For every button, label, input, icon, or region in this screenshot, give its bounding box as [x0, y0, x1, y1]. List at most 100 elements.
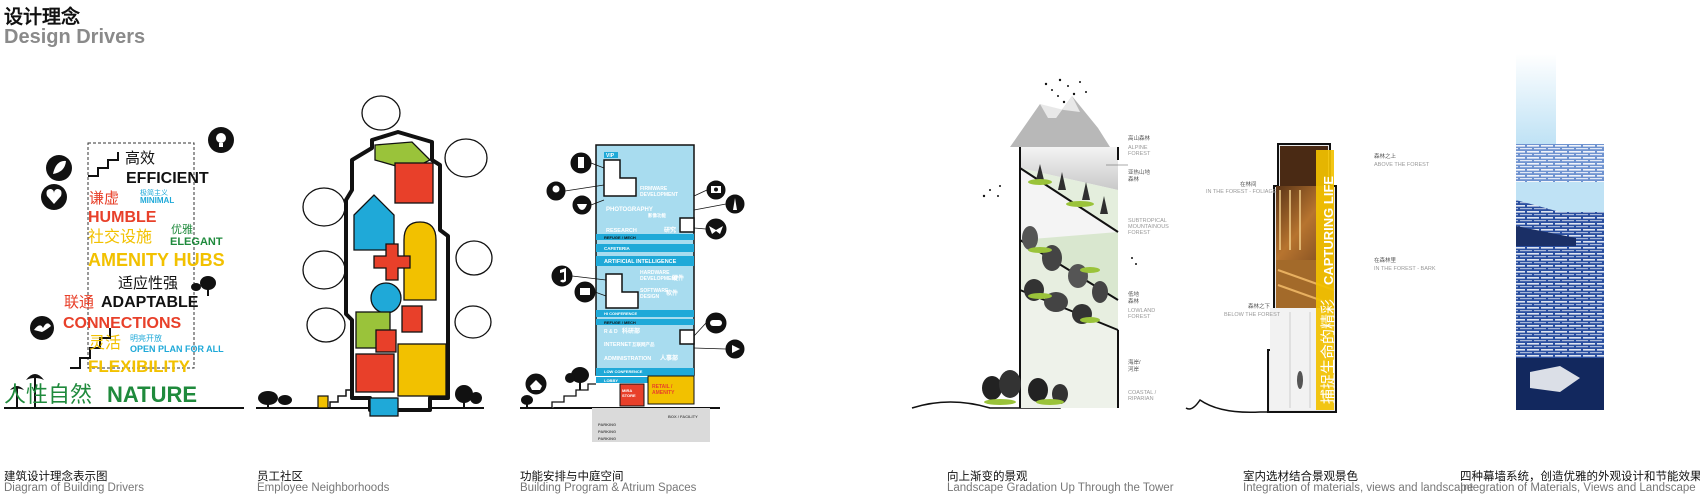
word-nature-en: NATURE: [107, 382, 197, 407]
page-title-cn: 设计理念: [4, 7, 81, 28]
word-connections-en: CONNECTIONS: [63, 315, 182, 332]
word-amenity-en: AMENITY HUBS: [88, 250, 225, 270]
word-flexibility-en: FLEXIBILITY: [88, 357, 191, 376]
wood-slats: [1279, 190, 1301, 250]
butterfly-icon: [705, 218, 727, 240]
lbl-research-cn: 研究: [664, 226, 676, 234]
lbl-photography-cn: 影像功能: [648, 212, 666, 219]
lbl-retail: RETAIL /AMENITY: [652, 384, 675, 396]
terrace-lines: [1019, 147, 1119, 408]
word-efficient-cn: 高效: [125, 150, 155, 167]
mountain: [1010, 96, 1110, 147]
word-humble-cn: 谦虚: [89, 190, 119, 207]
dashed-frame: [87, 142, 195, 369]
band-refuge1: [596, 234, 694, 240]
word-efficient-en: EFFICIENT: [126, 170, 209, 187]
lbl-photography: PHOTOGRAPHY: [606, 207, 653, 213]
caption-1-cn: 建筑设计理念表示图: [4, 471, 108, 483]
podium-parking: [592, 408, 710, 442]
lbl-subtropical-cn: 亚热山地森林: [1128, 168, 1151, 183]
room-red-base: [355, 353, 395, 393]
trees-2: [258, 385, 482, 408]
stair-line-bottom: [70, 328, 111, 369]
terrace-coastal: [1020, 290, 1118, 408]
lbl-foliage-cn: 在林间: [1240, 180, 1257, 188]
room-retail: [647, 375, 695, 405]
room-red-cross: [373, 243, 411, 281]
lbl-internet: INTERNET: [604, 342, 632, 348]
sky-fade: [1516, 54, 1556, 144]
atrium-mid: [605, 273, 639, 309]
facade-band-2: [1516, 182, 1604, 212]
caption-1-en: Diagram of Building Drivers: [4, 482, 144, 494]
lbl-parking-3: PARKING: [598, 436, 616, 441]
caption-2-cn: 员工社区: [257, 471, 303, 483]
grass-4: [984, 179, 1100, 405]
ground-line-4: [911, 396, 1061, 409]
stairs-2: [329, 389, 354, 408]
facade-highlight: [1530, 366, 1580, 392]
icon-glyphs: [530, 157, 740, 390]
facade-panel: [1516, 54, 1604, 410]
word-adaptable-cn: 适应性强: [118, 274, 178, 292]
room-blue-circle: [370, 282, 402, 314]
lbl-box: BOX / FACILITY: [668, 414, 698, 419]
speech-bubbles: [302, 95, 493, 343]
caption-6-cn: 四种幕墙系统，创造优雅的外观设计和节能效果: [1460, 471, 1700, 483]
music-icon: [551, 265, 573, 287]
word-connections-cn: 联通: [64, 294, 94, 311]
bird-icon: [30, 316, 54, 340]
word-open-cn: 明亮开放: [130, 333, 162, 343]
lbl-bark-en: IN THE FOREST - BARK: [1374, 266, 1436, 272]
trees-3: [521, 367, 589, 408]
caption-5-en: Integration of materials, views and land…: [1243, 482, 1474, 494]
band-lobby: [596, 377, 651, 383]
lbl-internet-cn: 互联网产品: [632, 341, 655, 348]
lbl-coastal-en: COASTAL /RIPARIAN: [1128, 390, 1157, 402]
lbl-parking-2: PARKING: [598, 429, 616, 434]
band-hiconf: [596, 310, 694, 317]
lbl-below-cn: 森林之下: [1248, 302, 1271, 310]
heart-icon: [41, 184, 67, 210]
word-minimal-cn: 极简主义: [140, 188, 168, 197]
interior-panel: 捕捉生命的精彩 CAPTURING LIFE 森林之上 ABOVE THE FO…: [1185, 143, 1436, 413]
lbl-refuge2: REFUGE / MECH: [604, 320, 636, 325]
lbl-lowland-cn: 低地森林: [1128, 290, 1140, 305]
room-blue-house: [353, 194, 395, 251]
glass-mullions: [1289, 312, 1311, 408]
caption-2-en: Employee Neighborhoods: [257, 482, 390, 494]
lbl-rd-cn: 科研部: [622, 327, 640, 335]
birds: [982, 78, 1137, 265]
room-red-mid: [401, 305, 423, 333]
band-ai: [596, 256, 694, 266]
lbl-alpine-cn: 高山森林: [1128, 134, 1151, 142]
lbl-hardware-cn: 硬件: [672, 274, 684, 282]
band-lowconf: [596, 368, 694, 376]
connector-lines: [564, 162, 727, 350]
room-yellow-base: [397, 343, 447, 397]
lbl-refuge1: REFUGE / MECH: [604, 235, 636, 240]
caption-3-en: Building Program & Atrium Spaces: [520, 482, 697, 494]
caption-6-en: Integration of Materials, Views and Land…: [1460, 482, 1696, 494]
facade-band-1: [1516, 144, 1604, 182]
small-kiosk: [317, 395, 329, 409]
stair-line-top: [88, 152, 119, 177]
trees-left: [10, 374, 44, 408]
neighborhoods-panel: [256, 95, 493, 417]
trees-4: [982, 164, 1108, 404]
lbl-above-en: ABOVE THE FOREST: [1374, 162, 1430, 168]
word-minimal-en: MINIMAL: [140, 196, 174, 205]
caption-4-cn: 向上渐变的景观: [947, 471, 1028, 483]
lbl-cafeteria: CAFETERIA: [604, 246, 631, 251]
lbl-parking-1: PARKING: [598, 422, 616, 427]
terrace-alpine: [1020, 147, 1118, 190]
room-yellow-arch: [403, 221, 437, 301]
atrium-side-2: [679, 329, 695, 345]
